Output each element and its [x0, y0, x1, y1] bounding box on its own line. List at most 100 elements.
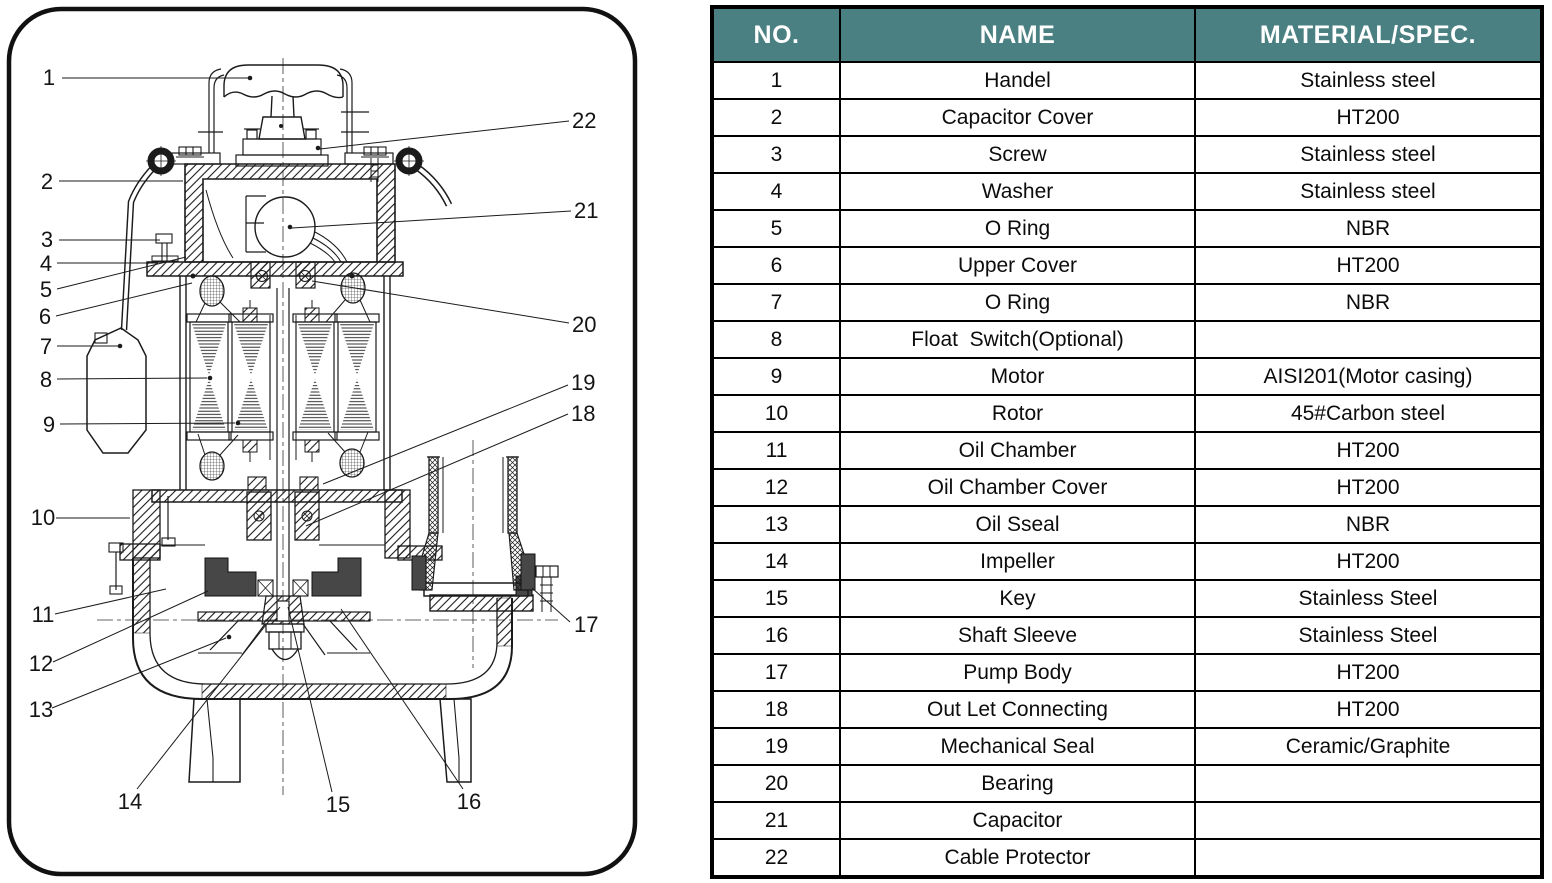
cell-material: Stainless steel	[1194, 172, 1543, 211]
cell-no: 8	[711, 320, 841, 359]
cell-no: 14	[711, 542, 841, 581]
cell-no: 4	[711, 172, 841, 211]
leader-dots	[117, 75, 321, 640]
cell-no: 2	[711, 98, 841, 137]
cell-material: HT200	[1194, 653, 1543, 692]
pump-body	[108, 542, 559, 700]
callout-17: 17	[574, 612, 598, 637]
col-header-name: NAME	[839, 6, 1196, 63]
impeller	[197, 595, 371, 661]
cell-material: AISI201(Motor casing)	[1194, 357, 1543, 396]
cell-no: 5	[711, 209, 841, 248]
leader-lines	[51, 77, 572, 793]
cell-name: Pump Body	[839, 653, 1196, 692]
cell-name: Oil Chamber Cover	[839, 468, 1196, 507]
callout-3: 3	[41, 227, 53, 252]
callouts: 1 2 3 4 5 6 7 8 9 10 11 12 13 14 15 16 1…	[29, 65, 599, 817]
cell-no: 19	[711, 727, 841, 766]
cell-material	[1194, 801, 1543, 840]
cell-material: HT200	[1194, 98, 1543, 137]
callout-4: 4	[40, 251, 52, 276]
callout-5: 5	[40, 277, 52, 302]
cell-name: Upper Cover	[839, 246, 1196, 285]
shaft	[276, 288, 290, 600]
cell-name: Float Switch(Optional)	[839, 320, 1196, 359]
oil-chamber-cover	[204, 557, 362, 597]
callout-6: 6	[39, 304, 51, 329]
rotor	[269, 315, 297, 460]
cell-name: Motor	[839, 357, 1196, 396]
cell-name: Oil Sseal	[839, 505, 1196, 544]
cell-material: NBR	[1194, 505, 1543, 544]
capacitor-cover	[184, 163, 396, 263]
cell-material: Ceramic/Graphite	[1194, 727, 1543, 766]
callout-7: 7	[40, 334, 52, 359]
cell-material	[1194, 838, 1543, 878]
cell-no: 10	[711, 394, 841, 433]
cell-no: 7	[711, 283, 841, 322]
callout-15: 15	[326, 792, 350, 817]
callout-16: 16	[457, 789, 481, 814]
cell-name: Screw	[839, 135, 1196, 174]
pump-cross-section-diagram: 1 2 3 4 5 6 7 8 9 10 11 12 13 14 15 16 1…	[6, 6, 638, 877]
cell-material: NBR	[1194, 283, 1543, 322]
cell-name: Capacitor	[839, 801, 1196, 840]
callout-11: 11	[32, 602, 55, 627]
motor	[179, 261, 391, 600]
col-header-material: MATERIAL/SPEC.	[1194, 6, 1543, 63]
callout-19: 19	[571, 370, 595, 395]
cell-material: 45#Carbon steel	[1194, 394, 1543, 433]
cell-name: Bearing	[839, 764, 1196, 803]
cell-material: Stainless steel	[1194, 61, 1543, 100]
cell-name: Out Let Connecting	[839, 690, 1196, 729]
callout-20: 20	[572, 312, 596, 337]
callout-2: 2	[41, 169, 53, 194]
handle	[223, 64, 344, 140]
cell-no: 9	[711, 357, 841, 396]
cell-name: Shaft Sleeve	[839, 616, 1196, 655]
callout-8: 8	[40, 367, 52, 392]
callout-12: 12	[29, 651, 53, 676]
cell-no: 22	[711, 838, 841, 878]
cell-material: Stainless Steel	[1194, 579, 1543, 618]
cell-name: Cable Protector	[839, 838, 1196, 878]
cell-material: HT200	[1194, 542, 1543, 581]
cell-material: Stainless Steel	[1194, 616, 1543, 655]
cell-name: Impeller	[839, 542, 1196, 581]
cell-name: Key	[839, 579, 1196, 618]
cell-material: HT200	[1194, 431, 1543, 470]
callout-1: 1	[43, 65, 55, 90]
cell-no: 20	[711, 764, 841, 803]
power-cables	[120, 164, 453, 331]
callout-13: 13	[29, 697, 53, 722]
callout-22: 22	[572, 108, 596, 133]
outlet-connection	[411, 456, 536, 597]
table-header-row: NO. NAME MATERIAL/SPEC.	[711, 6, 1543, 63]
col-header-no: NO.	[711, 6, 841, 63]
cell-no: 12	[711, 468, 841, 507]
callout-18: 18	[571, 401, 595, 426]
cell-material: HT200	[1194, 468, 1543, 507]
callout-9: 9	[43, 412, 55, 437]
cell-name: O Ring	[839, 209, 1196, 248]
oil-chamber	[119, 489, 443, 561]
shaft-key	[276, 600, 290, 622]
cell-name: Rotor	[839, 394, 1196, 433]
